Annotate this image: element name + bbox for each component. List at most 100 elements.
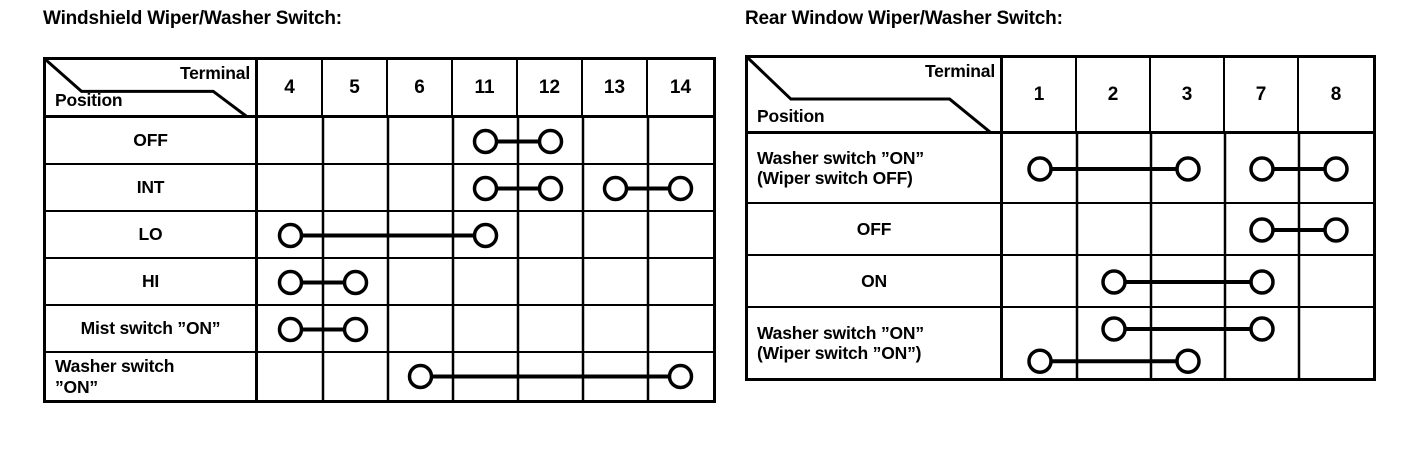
terminal-contact-circle <box>667 363 694 390</box>
terminal-contact-circle <box>472 175 499 202</box>
diagonal-divider <box>46 60 250 118</box>
terminal-column-header: 11 <box>453 60 518 115</box>
table-row: Washer switch ”ON”(Wiper switch ”ON”) <box>748 308 1373 378</box>
continuity-diagram <box>1027 308 1301 378</box>
row-position-label: HI <box>46 259 258 304</box>
row-label-line: Mist switch ”ON” <box>80 318 221 339</box>
diagonal-divider <box>748 58 994 134</box>
continuity-cells <box>258 118 713 165</box>
continuity-diagram <box>277 306 650 353</box>
row-label-line: OFF <box>856 218 892 239</box>
row-label-line: Washer switch ”ON” <box>757 322 924 343</box>
position-axis-label: Position <box>757 106 825 126</box>
row-label-line: Washer switch ”ON” <box>757 147 924 168</box>
table-row: Washer switch”ON” <box>46 353 713 400</box>
continuity-cells <box>258 212 713 259</box>
terminal-contact-circle <box>407 363 434 390</box>
windshield-table-title: Windshield Wiper/Washer Switch: <box>43 8 342 29</box>
continuity-diagram <box>1027 134 1349 204</box>
terminal-column-header: 14 <box>669 76 692 98</box>
terminal-column-header: 3 <box>1151 58 1225 131</box>
continuity-cells <box>258 353 713 400</box>
terminal-column-header: 2 <box>1077 58 1151 131</box>
row-label-line: INT <box>136 177 165 198</box>
terminal-contact-circle <box>277 269 304 296</box>
row-label-line: Washer switch <box>55 356 175 377</box>
continuity-diagram <box>321 118 650 165</box>
terminal-contact-circle <box>1027 156 1053 182</box>
continuity-diagram <box>321 165 694 212</box>
continuity-diagram <box>1075 204 1349 256</box>
row-position-label: LO <box>46 212 258 257</box>
terminal-contact-circle <box>1249 217 1275 243</box>
terminal-contact-circle <box>1101 269 1127 295</box>
terminal-contact-circle <box>1249 316 1275 342</box>
continuity-cells <box>258 306 713 353</box>
terminal-column-header: 4 <box>258 60 323 115</box>
row-position-label: Mist switch ”ON” <box>46 306 258 351</box>
terminal-contact-circle <box>277 316 304 343</box>
row-label-line: OFF <box>133 130 168 151</box>
row-label-line: (Wiper switch ”ON”) <box>757 343 922 363</box>
row-position-label: Washer switch ”ON”(Wiper switch OFF) <box>748 134 1003 202</box>
terminal-contact-circle <box>1175 156 1201 182</box>
terminal-column-header: 8 <box>1330 83 1342 105</box>
terminal-contact-circle <box>1249 269 1275 295</box>
row-position-label: Washer switch ”ON”(Wiper switch ”ON”) <box>748 308 1003 378</box>
terminal-contact-circle <box>1175 348 1201 374</box>
terminal-column-header: 12 <box>518 60 583 115</box>
table-row: Mist switch ”ON” <box>46 306 713 353</box>
continuity-cells <box>1003 308 1373 378</box>
row-label-line: ON <box>861 270 887 291</box>
terminal-column-header: 7 <box>1225 58 1299 131</box>
terminal-contact-circle <box>537 175 564 202</box>
terminal-contact-circle <box>1101 316 1127 342</box>
terminal-contact-circle <box>1323 156 1349 182</box>
row-label-line: HI <box>141 271 160 292</box>
row-position-label: ON <box>748 256 1003 306</box>
continuity-cells <box>1003 256 1373 308</box>
terminal-axis-label: Terminal <box>924 61 995 81</box>
continuity-cells <box>1003 204 1373 256</box>
continuity-cells <box>258 259 713 306</box>
diagonal-divider-line <box>46 60 250 118</box>
terminal-contact-circle <box>342 269 369 296</box>
table-row: ON <box>748 256 1373 308</box>
windshield-wiper-table-block: Windshield Wiper/Washer Switch: Terminal… <box>43 8 716 403</box>
table-row: OFF <box>46 118 713 165</box>
terminal-axis-label: Terminal <box>179 63 250 83</box>
row-label-line: ”ON” <box>55 376 98 397</box>
continuity-diagram <box>1075 256 1301 308</box>
continuity-diagram <box>277 259 650 306</box>
terminal-column-header: 6 <box>388 60 453 115</box>
row-position-label: OFF <box>748 204 1003 254</box>
terminal-contact-circle <box>342 316 369 343</box>
row-position-label: INT <box>46 165 258 210</box>
row-label-line: (Wiper switch OFF) <box>757 168 913 188</box>
terminal-column-header: 5 <box>323 60 388 115</box>
table-row: INT <box>46 165 713 212</box>
terminal-contact-circle <box>602 175 629 202</box>
terminal-contact-circle <box>537 128 564 155</box>
terminal-contact-circle <box>1323 217 1349 243</box>
terminal-column-header: 13 <box>583 60 648 115</box>
table-row: Washer switch ”ON”(Wiper switch OFF) <box>748 134 1373 204</box>
terminal-contact-circle <box>472 128 499 155</box>
continuity-cells <box>258 165 713 212</box>
terminal-contact-circle <box>277 222 304 249</box>
continuity-diagram <box>277 212 650 259</box>
table-row: LO <box>46 212 713 259</box>
table-row: HI <box>46 259 713 306</box>
terminal-contact-circle <box>472 222 499 249</box>
row-label-line: LO <box>138 224 163 245</box>
terminal-column-header: 1 <box>1003 58 1077 131</box>
terminal-contact-circle <box>1249 156 1275 182</box>
diagonal-divider-line <box>748 58 994 134</box>
rear-window-wiper-table-block: Rear Window Wiper/Washer Switch: Termina… <box>745 8 1376 381</box>
